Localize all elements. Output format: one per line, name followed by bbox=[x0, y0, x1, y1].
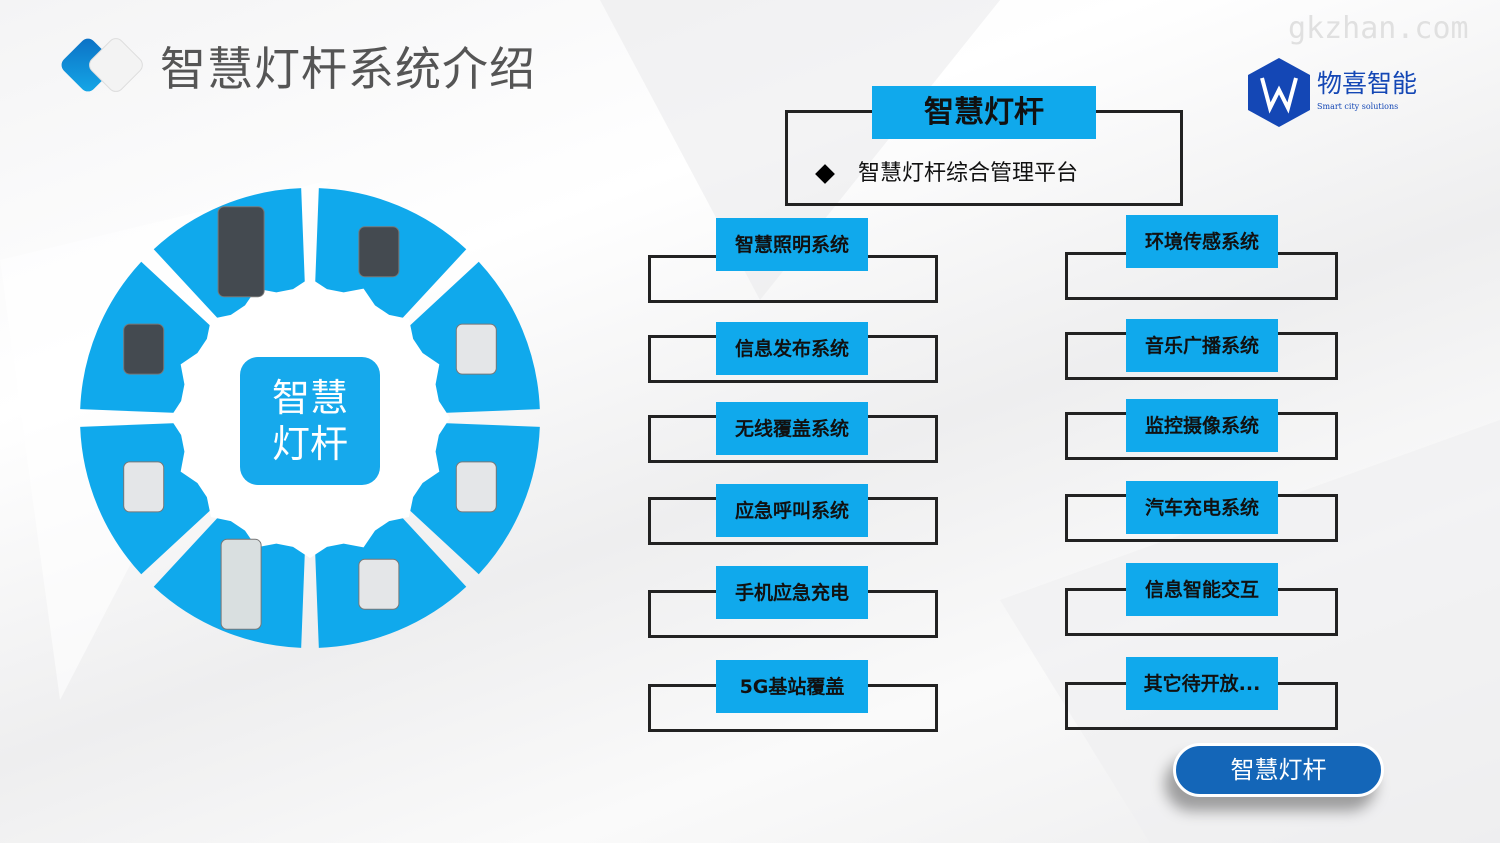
center-badge: 智慧 灯杆 bbox=[240, 357, 380, 485]
ptz-camera-icon bbox=[123, 323, 165, 375]
platform-item: 智慧灯杆综合管理平台 bbox=[815, 160, 1079, 188]
right-system-label: 其它待开放... bbox=[1126, 657, 1278, 710]
title-logo-icon bbox=[61, 38, 143, 92]
led-screen-icon bbox=[217, 206, 265, 298]
weather-station-icon bbox=[455, 323, 497, 375]
platform-label: 智慧灯杆 bbox=[872, 86, 1096, 139]
center-line2: 灯杆 bbox=[271, 422, 348, 466]
right-system-label: 汽车充电系统 bbox=[1126, 481, 1278, 534]
left-system-label: 信息发布系统 bbox=[716, 322, 868, 375]
right-system-label: 信息智能交互 bbox=[1126, 563, 1278, 616]
page-title: 智慧灯杆系统介绍 bbox=[160, 42, 536, 96]
gateway-box-icon bbox=[455, 461, 497, 513]
right-system-label: 音乐广播系统 bbox=[1126, 319, 1278, 372]
display-screen-icon bbox=[123, 461, 165, 513]
smart-pole-button[interactable]: 智慧灯杆 bbox=[1173, 743, 1384, 797]
left-system-label: 手机应急充电 bbox=[716, 566, 868, 619]
street-light-icon bbox=[358, 226, 400, 278]
left-system-label: 无线覆盖系统 bbox=[716, 402, 868, 455]
right-system-label: 监控摄像系统 bbox=[1126, 399, 1278, 452]
right-system-label: 环境传感系统 bbox=[1126, 215, 1278, 268]
logo-name: 物喜智能 bbox=[1317, 69, 1418, 98]
charging-pile-icon bbox=[220, 538, 262, 630]
left-system-label: 5G基站覆盖 bbox=[716, 660, 868, 713]
feature-ring bbox=[80, 188, 540, 648]
company-logo-icon bbox=[1248, 58, 1310, 127]
left-system-label: 应急呼叫系统 bbox=[716, 484, 868, 537]
left-system-label: 智慧照明系统 bbox=[716, 218, 868, 271]
logo-tagline: Smart city solutions bbox=[1317, 102, 1399, 111]
center-line1: 智慧 bbox=[271, 376, 348, 420]
diamond-bullet-icon bbox=[815, 164, 835, 184]
watermark: gkzhan.com bbox=[1288, 11, 1469, 46]
platform-item-text: 智慧灯杆综合管理平台 bbox=[858, 161, 1079, 186]
antenna-array-icon bbox=[358, 558, 400, 610]
